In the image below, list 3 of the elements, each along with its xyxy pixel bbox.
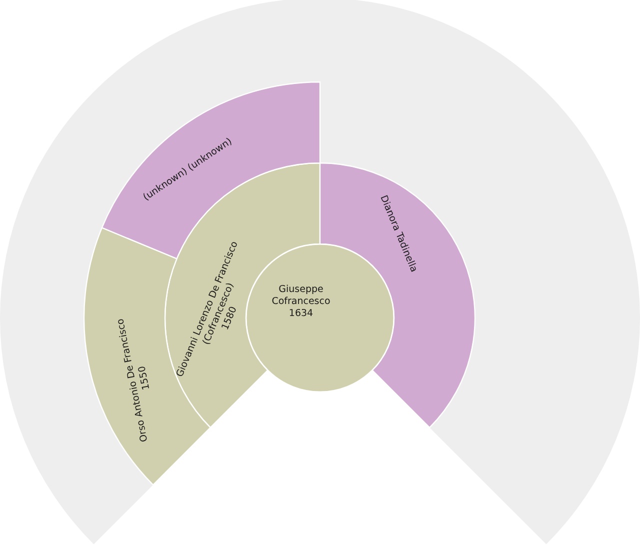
person-circle bbox=[245, 243, 395, 393]
person-name: Giuseppe Cofrancesco bbox=[270, 284, 332, 308]
year-label: 1634 bbox=[288, 308, 314, 320]
